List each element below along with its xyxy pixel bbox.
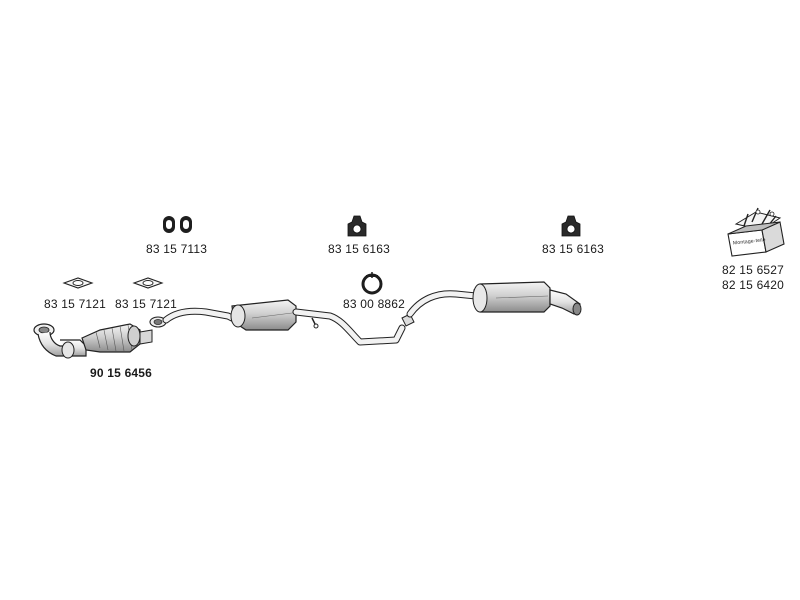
- part-number-front-pipe-catalyst: 90 15 6456: [90, 366, 153, 380]
- mounting-kit-box-icon: [727, 207, 785, 257]
- part-number-mounting-kit-1: 82 15 6527: [722, 263, 785, 277]
- rubber-hanger-icon-rear: [561, 215, 581, 237]
- part-number-gasket-front-1: 83 15 7121: [44, 297, 107, 311]
- middle-silencer: [230, 299, 301, 331]
- part-number-clamp: 83 00 8862: [343, 297, 406, 311]
- rubber-hanger-icon: [347, 215, 367, 237]
- inline-flange: [149, 316, 167, 328]
- part-number-rubber-mount-double: 83 15 7113: [146, 242, 208, 256]
- part-number-hanger-rear: 83 15 6163: [542, 242, 605, 256]
- rear-silencer: [472, 281, 551, 313]
- flange-gasket-icon-2: [132, 277, 164, 289]
- tail-pipe: [549, 289, 582, 316]
- pipe-clamp-icon: [361, 272, 383, 295]
- double-rubber-mount-icon: [163, 216, 192, 233]
- rear-pipe: [406, 290, 480, 318]
- catalytic-converter: [81, 323, 153, 353]
- intermediate-pipe: [162, 307, 244, 326]
- flange-gasket-icon: [62, 277, 94, 289]
- middle-pipe: [292, 308, 406, 346]
- part-number-mounting-kit-2: 82 15 6420: [722, 278, 785, 292]
- part-number-hanger-middle: 83 15 6163: [328, 242, 391, 256]
- front-downpipe: [33, 323, 87, 359]
- part-number-gasket-front-2: 83 15 7121: [115, 297, 178, 311]
